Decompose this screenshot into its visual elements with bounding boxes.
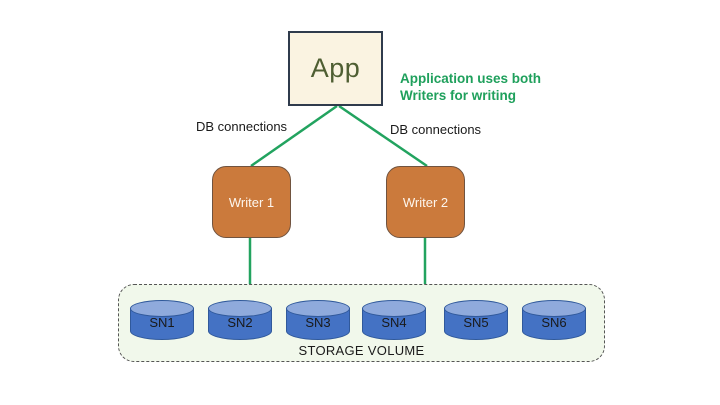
app-node: App — [288, 31, 383, 106]
storage-node-sn6: SN6 — [522, 300, 586, 340]
cylinder-top — [444, 300, 508, 317]
db-connections-label-right: DB connections — [390, 122, 482, 137]
storage-node-label: SN5 — [463, 315, 489, 330]
app-node-label: App — [310, 53, 361, 83]
storage-node-sn2: SN2 — [208, 300, 272, 340]
cylinder-top — [286, 300, 350, 317]
storage-node-label: SN4 — [381, 315, 407, 330]
cylinder-top — [522, 300, 586, 317]
storage-node-label: SN6 — [541, 315, 567, 330]
writer1-node: Writer 1 — [212, 166, 291, 238]
storage-node-label: SN1 — [149, 315, 175, 330]
cylinder-top — [130, 300, 194, 317]
storage-node-sn3: SN3 — [286, 300, 350, 340]
storage-node-sn4: SN4 — [362, 300, 426, 340]
storage-volume-label: STORAGE VOLUME — [298, 343, 425, 358]
storage-node-label: SN3 — [305, 315, 331, 330]
writer2-node: Writer 2 — [386, 166, 465, 238]
writer1-label: Writer 1 — [228, 194, 275, 210]
storage-node-sn1: SN1 — [130, 300, 194, 340]
db-connections-label-left: DB connections — [196, 119, 288, 134]
annotation-line-2: Writers for writing — [400, 88, 517, 103]
writer2-label: Writer 2 — [402, 194, 449, 210]
storage-node-sn5: SN5 — [444, 300, 508, 340]
cylinder-top — [208, 300, 272, 317]
annotation-text: Application uses both Writers for writin… — [400, 70, 570, 104]
connector-app-writer1 — [250, 104, 338, 168]
annotation-line-1: Application uses both — [400, 71, 542, 86]
cylinder-top — [362, 300, 426, 317]
storage-node-label: SN2 — [227, 315, 253, 330]
